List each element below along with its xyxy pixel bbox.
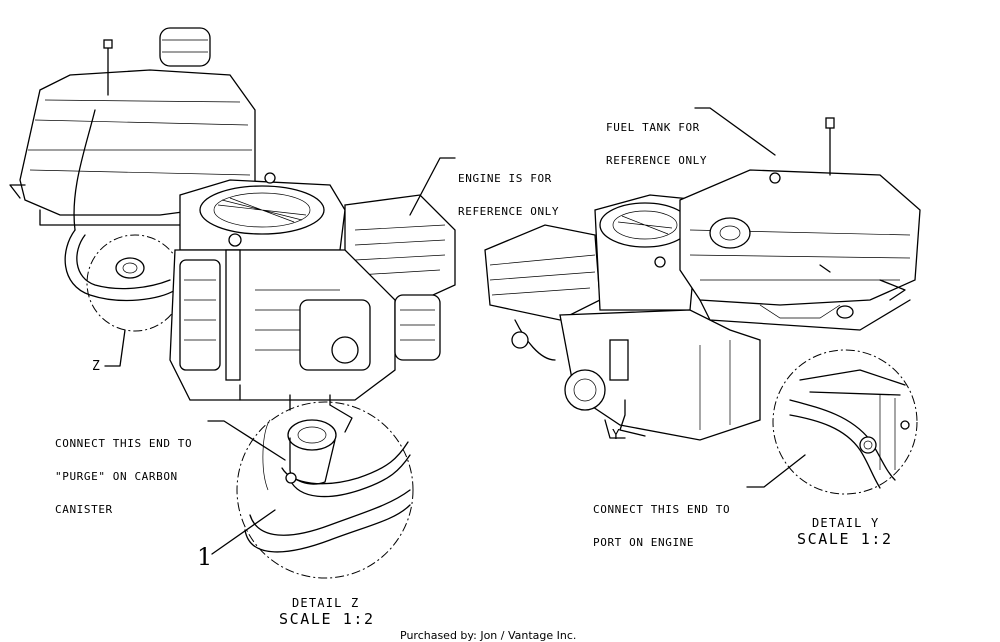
connect-purge-line-1: CONNECT THIS END TO [55, 437, 193, 450]
connect-port-line-2: PORT ON ENGINE [593, 536, 695, 549]
port-leader [746, 454, 806, 488]
z-marker-label: Z [92, 359, 101, 374]
detail-y-scale: SCALE 1:2 [797, 530, 893, 548]
fuel-tank-ref-line-1: FUEL TANK FOR [606, 121, 700, 134]
fuel-tank-leader [694, 107, 776, 156]
engine-ref-line-1: ENGINE IS FOR [458, 172, 552, 185]
detail-z-marker-circle [86, 234, 184, 332]
purchaser-footer: Purchased by: Jon / Vantage Inc. [400, 629, 577, 642]
z-marker-leader [104, 329, 126, 367]
connect-port-line-1: CONNECT THIS END TO [593, 503, 731, 516]
detail-y-view [772, 349, 918, 495]
item-1-leader [211, 509, 276, 555]
engine-ref-note: ENGINE IS FOR REFERENCE ONLY [458, 151, 559, 228]
y-marker-label: Y [612, 428, 621, 443]
hose-loop-left [64, 229, 176, 302]
canister-port-left [115, 257, 145, 279]
connect-port-note: CONNECT THIS END TO PORT ON ENGINE [593, 482, 730, 559]
fuel-tank-ref-line-2: REFERENCE ONLY [606, 154, 708, 167]
detail-z-scale: SCALE 1:2 [279, 610, 375, 628]
fuel-tank-right [679, 117, 921, 331]
detail-y-title: DETAIL Y [812, 516, 880, 530]
connect-purge-note: CONNECT THIS END TO "PURGE" ON CARBON CA… [55, 416, 192, 526]
connect-purge-line-3: CANISTER [55, 503, 113, 516]
fuel-tank-left [9, 27, 256, 231]
detail-z-view [236, 401, 414, 579]
y-marker-leader [604, 419, 626, 439]
detail-z-title: DETAIL Z [292, 596, 360, 610]
engine-right [484, 194, 761, 441]
engine-left [169, 172, 456, 411]
engine-ref-line-2: REFERENCE ONLY [458, 205, 560, 218]
engine-ref-leader [409, 157, 456, 216]
item-number-callout: 1 [197, 543, 213, 571]
purge-leader [207, 420, 286, 461]
connect-purge-line-2: "PURGE" ON CARBON [55, 470, 178, 483]
fuel-tank-ref-note: FUEL TANK FOR REFERENCE ONLY [606, 100, 707, 177]
